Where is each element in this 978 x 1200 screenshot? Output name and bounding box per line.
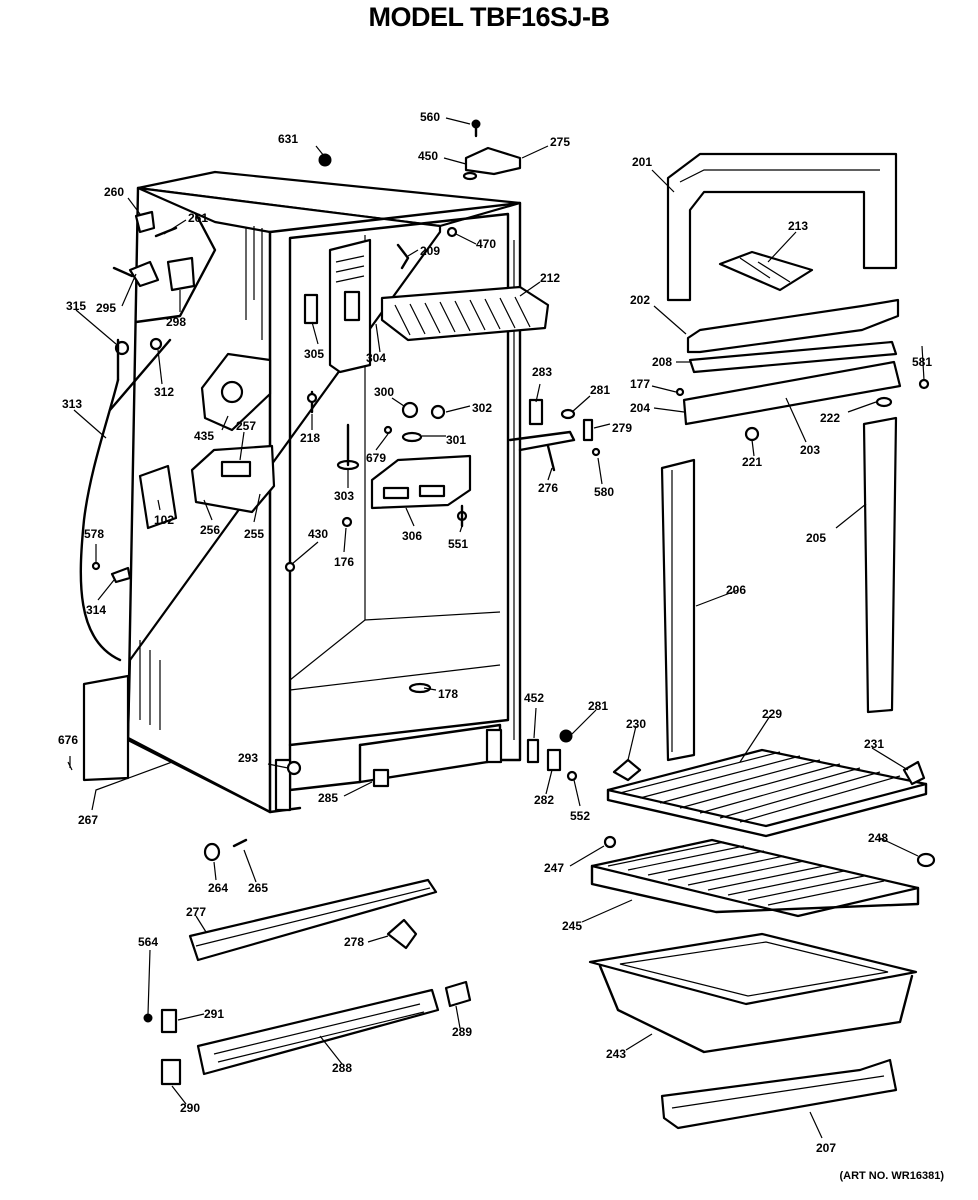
- callout-245: 245: [562, 919, 582, 933]
- callout-282: 282: [534, 793, 554, 807]
- callout-212: 212: [540, 271, 560, 285]
- callout-289: 289: [452, 1025, 472, 1039]
- callout-277: 277: [186, 905, 206, 919]
- callout-450: 450: [418, 149, 438, 163]
- callout-578: 578: [84, 527, 104, 541]
- callout-283: 283: [532, 365, 552, 379]
- callout-288: 288: [332, 1061, 352, 1075]
- callout-631: 631: [278, 132, 298, 146]
- callout-260: 260: [104, 185, 124, 199]
- door-shelf-bar: [660, 1058, 898, 1130]
- callout-564: 564: [138, 935, 158, 949]
- cabinet: [126, 170, 522, 814]
- callout-314: 314: [86, 603, 106, 617]
- callout-222: 222: [820, 411, 840, 425]
- callout-206: 206: [726, 583, 746, 597]
- callout-207: 207: [816, 1141, 836, 1155]
- callout-176: 176: [334, 555, 354, 569]
- callout-295: 295: [96, 301, 116, 315]
- callout-178: 178: [438, 687, 458, 701]
- callout-303: 303: [334, 489, 354, 503]
- callout-257: 257: [236, 419, 256, 433]
- callout-203: 203: [800, 443, 820, 457]
- top-hinge: [462, 119, 522, 181]
- callout-261: 261: [188, 211, 208, 225]
- callout-552: 552: [570, 809, 590, 823]
- callout-301: 301: [446, 433, 466, 447]
- callout-278: 278: [344, 935, 364, 949]
- callout-243: 243: [606, 1047, 626, 1061]
- callout-102: 102: [154, 513, 174, 527]
- callout-290: 290: [180, 1101, 200, 1115]
- callout-256: 256: [200, 523, 220, 537]
- callout-202: 202: [630, 293, 650, 307]
- small-parts: [284, 153, 468, 788]
- callout-267: 267: [78, 813, 98, 827]
- callout-560: 560: [420, 110, 440, 124]
- callout-298: 298: [166, 315, 186, 329]
- callout-305: 305: [304, 347, 324, 361]
- callout-312: 312: [154, 385, 174, 399]
- callout-264: 264: [208, 881, 228, 895]
- callout-230: 230: [626, 717, 646, 731]
- callout-580: 580: [594, 485, 614, 499]
- callout-247: 247: [544, 861, 564, 875]
- callout-676: 676: [58, 733, 78, 747]
- leader-lines: [69, 117, 925, 1139]
- callout-213: 213: [788, 219, 808, 233]
- door-divider: [675, 298, 930, 442]
- callout-255: 255: [244, 527, 264, 541]
- control-housing: [303, 238, 372, 374]
- art-number: (ART NO. WR16381): [839, 1170, 944, 1182]
- callout-281-lower: 281: [588, 699, 608, 713]
- door-breaker-strips: [660, 416, 898, 762]
- callout-265: 265: [248, 881, 268, 895]
- callout-275: 275: [550, 135, 570, 149]
- model-title: MODEL TBF16SJ-B: [368, 2, 610, 32]
- callout-315: 315: [66, 299, 86, 313]
- right-hardware: [508, 398, 601, 782]
- callout-208: 208: [652, 355, 672, 369]
- callout-293: 293: [238, 751, 258, 765]
- callout-470: 470: [476, 237, 496, 251]
- callout-177: 177: [630, 377, 650, 391]
- callout-679: 679: [366, 451, 386, 465]
- callout-452: 452: [524, 691, 544, 705]
- callout-209: 209: [420, 244, 440, 258]
- left-side-parts: [67, 210, 276, 782]
- callout-304: 304: [366, 351, 386, 365]
- callout-204: 204: [630, 401, 650, 415]
- callout-291: 291: [204, 1007, 224, 1021]
- callout-285: 285: [318, 791, 338, 805]
- callout-276: 276: [538, 481, 558, 495]
- crisper-pan: [588, 932, 918, 1054]
- callout-229: 229: [762, 707, 782, 721]
- callout-279: 279: [612, 421, 632, 435]
- callout-248: 248: [868, 831, 888, 845]
- callout-201: 201: [632, 155, 652, 169]
- lower-parts: [143, 838, 472, 1086]
- callout-218: 218: [300, 431, 320, 445]
- refrigerator-shelf: [606, 748, 928, 838]
- callout-281: 281: [590, 383, 610, 397]
- freezer-shelf: [380, 285, 550, 342]
- callout-313: 313: [62, 397, 82, 411]
- crisper-assembly: [370, 454, 472, 510]
- callout-435: 435: [194, 429, 214, 443]
- callout-551: 551: [448, 537, 468, 551]
- callout-300: 300: [374, 385, 394, 399]
- callout-231: 231: [864, 737, 884, 751]
- callout-205: 205: [806, 531, 826, 545]
- crisper-cover: [590, 835, 936, 918]
- callout-221: 221: [742, 455, 762, 469]
- callout-302: 302: [472, 401, 492, 415]
- callout-306: 306: [402, 529, 422, 543]
- freezer-door-liner: [666, 152, 898, 302]
- callout-430: 430: [308, 527, 328, 541]
- callout-581: 581: [912, 355, 932, 369]
- callout-labels: 560 631 450 275 201 213 260 261 209 470 …: [58, 110, 932, 1155]
